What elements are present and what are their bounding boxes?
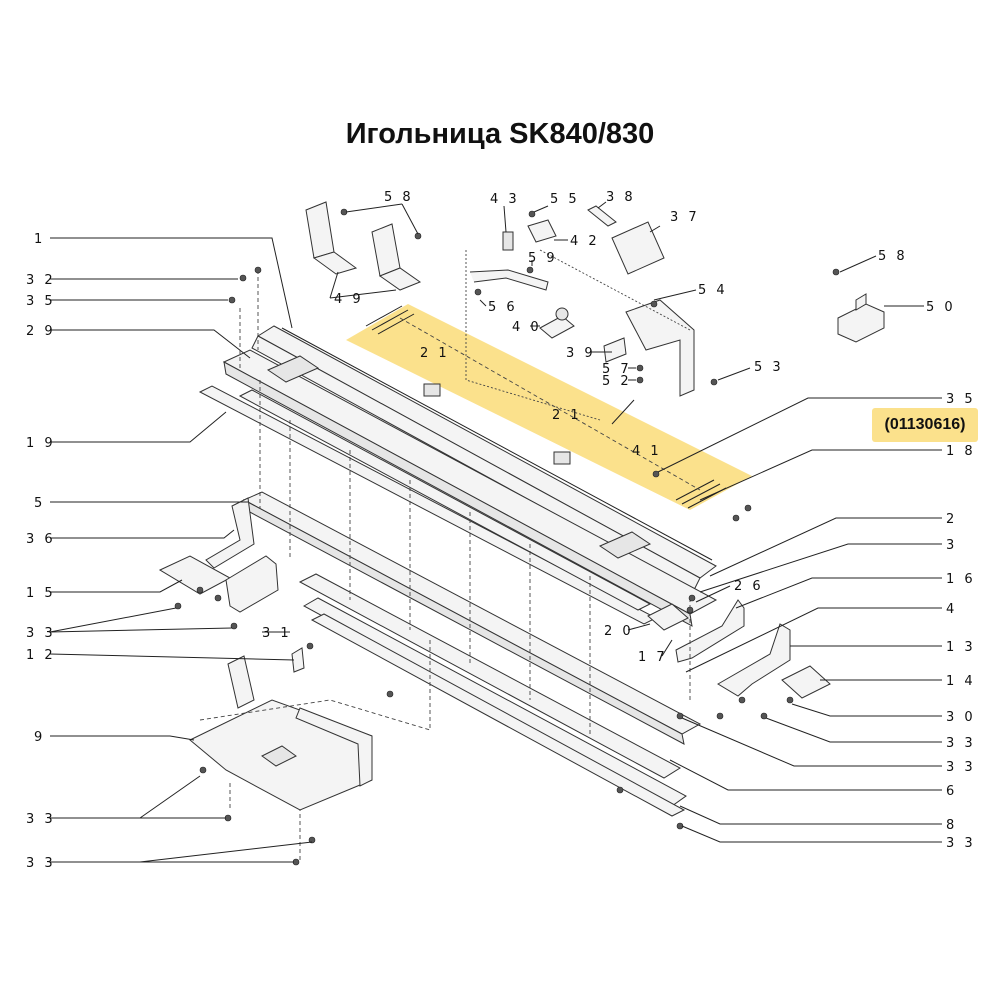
callout-17: 1 7 bbox=[638, 650, 668, 665]
side-bracket-part-17 bbox=[647, 603, 689, 631]
callout-18: 1 8 bbox=[946, 444, 976, 459]
screws bbox=[174, 208, 840, 866]
callout-4: 4 bbox=[946, 602, 957, 617]
plate-part-38 bbox=[587, 205, 617, 227]
callout-19: 1 9 bbox=[26, 436, 56, 451]
callout-33: 3 3 bbox=[946, 736, 976, 751]
bracket-part-49 bbox=[305, 201, 422, 291]
callout-35: 3 5 bbox=[26, 294, 56, 309]
highlight-region bbox=[346, 304, 752, 510]
callout-15: 1 5 bbox=[26, 586, 56, 601]
switch-part-37 bbox=[611, 221, 665, 275]
callout-2: 2 bbox=[946, 512, 957, 527]
callout-26: 2 6 bbox=[734, 579, 764, 594]
callout-38: 3 8 bbox=[606, 190, 636, 205]
needle-holder-part-21 bbox=[423, 383, 571, 465]
needle-retainer-part-5 bbox=[242, 491, 702, 745]
bracket-part-50 bbox=[837, 293, 885, 343]
callout-35: 3 5 bbox=[946, 392, 976, 407]
callout-36: 3 6 bbox=[26, 532, 56, 547]
part-code-badge: (01130616) bbox=[872, 408, 978, 442]
callout-13: 1 3 bbox=[946, 640, 976, 655]
callout-33: 3 3 bbox=[26, 626, 56, 641]
callout-40: 4 0 bbox=[512, 320, 542, 335]
callout-41: 4 1 bbox=[632, 444, 662, 459]
spring-part-41 bbox=[611, 399, 635, 425]
callout-9: 9 bbox=[34, 730, 45, 745]
needle-bed-part-29 bbox=[222, 349, 718, 627]
cover-part-9 bbox=[189, 655, 373, 811]
callout-54: 5 4 bbox=[698, 283, 728, 298]
callout-52: 5 2 bbox=[602, 374, 632, 389]
side-bracket-part-15 bbox=[158, 555, 279, 613]
callout-16: 1 6 bbox=[946, 572, 976, 587]
callout-31: 3 1 bbox=[262, 626, 292, 641]
sinker-plate-part-4 bbox=[298, 573, 681, 779]
callout-1: 1 bbox=[34, 232, 45, 247]
callout-21: 2 1 bbox=[420, 346, 450, 361]
page-title: Игольница SK840/830 bbox=[345, 118, 655, 150]
callout-49: 4 9 bbox=[334, 292, 364, 307]
side-bracket-part-13 bbox=[717, 623, 791, 697]
cam-part-40 bbox=[539, 307, 575, 339]
callout-33: 3 3 bbox=[946, 836, 976, 851]
callout-33: 3 3 bbox=[946, 760, 976, 775]
callout-33: 3 3 bbox=[26, 856, 56, 871]
bracket-part-39 bbox=[603, 299, 695, 397]
assembly-guides bbox=[199, 249, 691, 860]
plate-part-14 bbox=[781, 665, 831, 699]
callout-5: 5 bbox=[34, 496, 45, 511]
callout-20: 2 0 bbox=[604, 624, 634, 639]
callout-33: 3 3 bbox=[26, 812, 56, 827]
callout-58: 5 8 bbox=[878, 249, 908, 264]
callout-30: 3 0 bbox=[946, 710, 976, 725]
needle-bed-part-1 bbox=[251, 325, 717, 591]
callout-43: 4 3 bbox=[490, 192, 520, 207]
clamp-part-42 bbox=[527, 219, 557, 243]
callout-58: 5 8 bbox=[384, 190, 414, 205]
callout-6: 6 bbox=[946, 784, 957, 799]
callout-50: 5 0 bbox=[926, 300, 956, 315]
callout-42: 4 2 bbox=[570, 234, 600, 249]
callout-29: 2 9 bbox=[26, 324, 56, 339]
side-bracket-part-36 bbox=[205, 497, 255, 569]
callout-53: 5 3 bbox=[754, 360, 784, 375]
callout-56: 5 6 bbox=[488, 300, 518, 315]
callout-labels: 1 3 2 3 5 2 9 1 9 5 3 6 1 5 3 3 3 1 1 2 … bbox=[26, 190, 976, 871]
callout-59: 5 9 bbox=[528, 251, 558, 266]
callout-3: 3 bbox=[946, 538, 957, 553]
callout-12: 1 2 bbox=[26, 648, 56, 663]
side-bracket-part-16 bbox=[675, 599, 745, 663]
callout-14: 1 4 bbox=[946, 674, 976, 689]
callout-55: 5 5 bbox=[550, 192, 580, 207]
small-bracket-part-12 bbox=[291, 647, 305, 673]
callout-8: 8 bbox=[946, 818, 957, 833]
leader-lines bbox=[49, 201, 942, 863]
callout-57: 5 7 bbox=[602, 362, 632, 377]
bed-bar-part-8 bbox=[310, 613, 686, 817]
needle-strip-part-19 bbox=[198, 385, 658, 625]
callout-21: 2 1 bbox=[552, 408, 582, 423]
callout-37: 3 7 bbox=[670, 210, 700, 225]
callout-39: 3 9 bbox=[566, 346, 596, 361]
callout-32: 3 2 bbox=[26, 273, 56, 288]
wire-part-43 bbox=[469, 231, 549, 291]
